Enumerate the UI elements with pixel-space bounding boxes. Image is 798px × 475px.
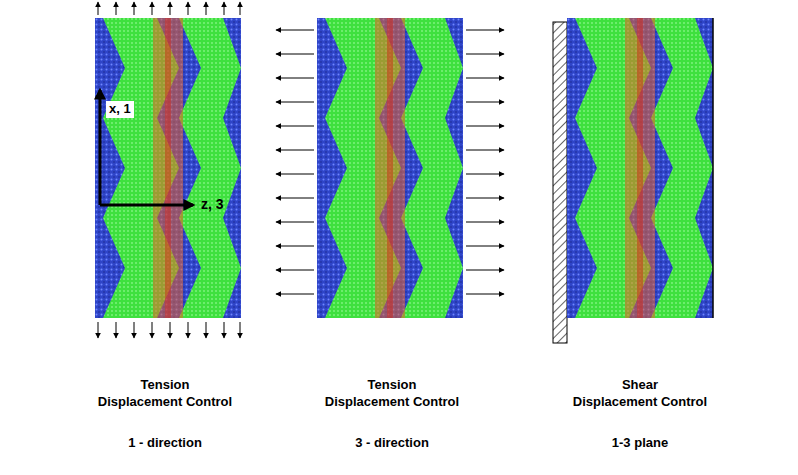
caption-text: 3 - direction (355, 436, 429, 451)
caption-text: Tension (141, 378, 190, 393)
axis-label: x, 1 (106, 101, 134, 118)
shear-edge (712, 18, 714, 318)
tension-arrows (276, 30, 504, 294)
atomistic-model (317, 18, 463, 318)
caption-text: Tension (368, 378, 417, 393)
caption-text: Shear (622, 378, 658, 393)
coordinate-axes (100, 90, 193, 205)
caption-text: Displacement Control (573, 395, 707, 410)
caption-text: 1 - direction (128, 436, 202, 451)
fixed-support (553, 22, 567, 343)
tension-arrows (98, 2, 240, 338)
caption-text: Displacement Control (325, 395, 459, 410)
atomistic-model (567, 18, 713, 318)
axis-label: z, 3 (201, 196, 224, 212)
caption-text: Displacement Control (98, 395, 232, 410)
caption-text: 1-3 plane (612, 436, 668, 451)
atomistic-model (95, 18, 241, 318)
